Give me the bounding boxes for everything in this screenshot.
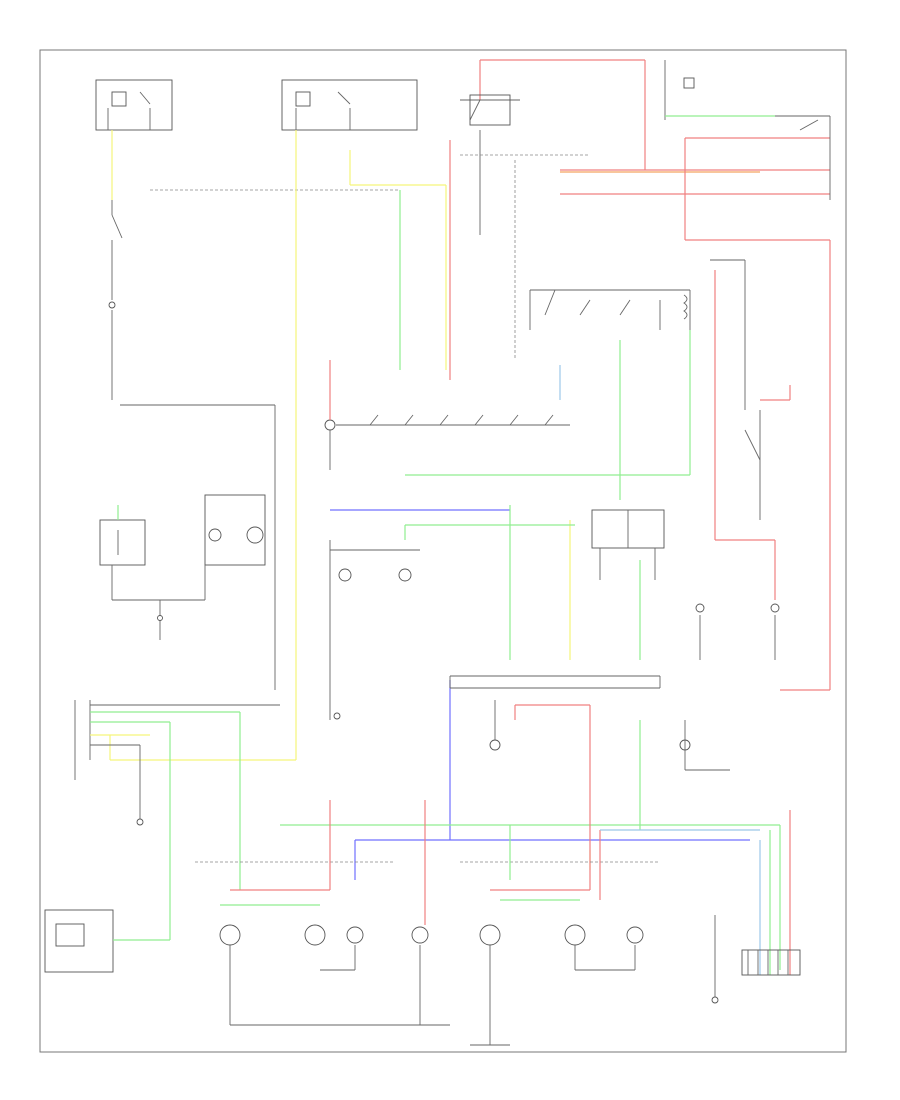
brake-switch <box>108 130 123 400</box>
bottom-right-lamps <box>424 800 760 1046</box>
center-junction <box>449 675 661 890</box>
ignition-switch <box>460 94 590 360</box>
right-relay-stack <box>695 259 791 660</box>
headlight-switch <box>529 289 691 330</box>
diagram-border <box>39 49 847 1053</box>
trailer-connector <box>711 810 801 1004</box>
flasher-unit <box>591 509 665 580</box>
combination-switch-row <box>324 190 691 500</box>
center-lamps <box>329 540 420 720</box>
relay-top-right <box>664 60 831 200</box>
red-feeds-top <box>449 59 831 691</box>
instrument-cluster-box <box>44 909 170 973</box>
harness-bundle-left <box>74 700 280 940</box>
green-wires-middle <box>280 505 781 970</box>
left-lamp-assembly <box>99 404 276 690</box>
fuse-block-1 <box>95 79 173 131</box>
bottom-left-lamps <box>195 800 450 1026</box>
blue-wire <box>330 509 750 880</box>
yellow-feed <box>109 130 591 870</box>
fuse-block-2 <box>281 79 418 131</box>
right-turn-lamp <box>639 720 730 830</box>
